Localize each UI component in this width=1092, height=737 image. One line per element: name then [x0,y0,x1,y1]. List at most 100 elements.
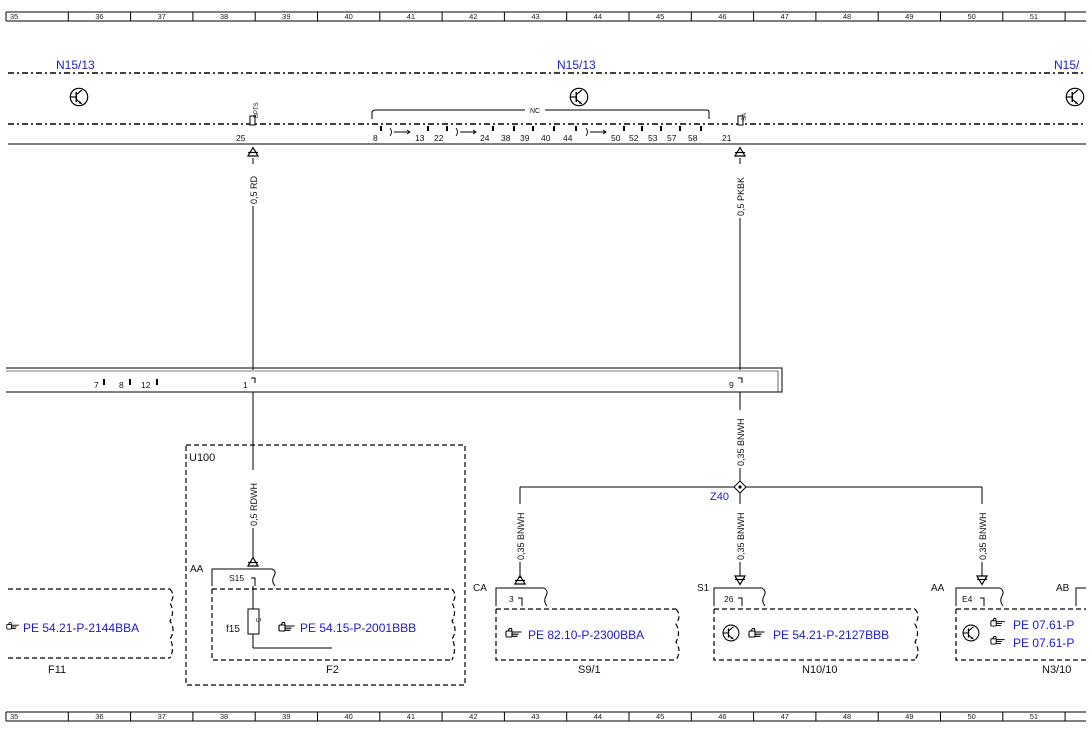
nc-pin-marker [641,126,643,131]
pin-21-tag: SA [742,113,748,121]
module-label-center[interactable]: N15/13 [557,58,596,72]
nc-pin-marker [513,126,515,131]
top-ruler-cell-45: 45 [656,12,664,21]
nc-pin-57: 57 [667,133,677,143]
nc-pin-58: 58 [688,133,698,143]
wire-bnwh-mid[interactable]: 0,35 BNWH [734,493,746,586]
bottom-ruler-cell-41: 41 [407,712,415,721]
bottom-ruler-cell-36: 36 [95,712,103,721]
top-ruler-cell-35: 35 [10,12,18,21]
splice-label[interactable]: Z40 [710,491,729,503]
component-u100: U100 0,5 RDWH AA S15 [185,392,466,686]
n10-connector-label: S1 [697,583,710,594]
bottom-ruler-cell-35: 35 [10,712,18,721]
n3-ref-link-2[interactable]: PE 07.61-P [1013,636,1074,650]
wire-label: 0,5 PKBK [736,177,746,216]
nc-pin-marker [700,126,702,131]
top-ruler-cell-37: 37 [158,12,166,21]
top-ruler-cell-44: 44 [594,12,602,21]
n3-connector2-label: AB [1056,583,1070,594]
module-label-right[interactable]: N15/ [1054,58,1080,72]
bottom-ruler-cell-46: 46 [718,712,726,721]
top-ruler-cell-49: 49 [905,12,913,21]
nc-pin-44: 44 [563,133,573,143]
bottom-ruler-cell-47: 47 [781,712,789,721]
pointing-hand-icon [278,621,296,632]
s9-ref-link[interactable]: PE 82.10-P-2300BBA [528,628,644,642]
nc-label: NC [530,108,540,115]
transistor-icon [69,87,89,107]
nc-pin-marker [553,126,555,131]
component-n10-10[interactable]: S1 26 PE 54.21-P-2127BBB N10/10 [697,583,919,676]
nc-pin-marker [660,126,662,131]
bus-connector-bar: 7 8 12 1 9 [6,367,783,393]
s9-name: S9/1 [578,664,601,676]
pointing-hand-icon [990,617,1006,627]
transistor-icon [722,624,740,642]
f2-ref-link[interactable]: PE 54.15-P-2001BBB [300,621,416,635]
u100-pin-label: S15 [229,573,244,583]
wire-label: 0,35 BNWH [978,512,988,560]
f11-ref-link[interactable]: PE 54.21-P-2144BBA [23,621,139,635]
bottom-ruler-cell-39: 39 [282,712,290,721]
pin-25-tag: BPTS [254,102,260,118]
transistor-icon [962,624,980,642]
wire-bnwh-right[interactable]: 0,35 BNWH [976,487,988,586]
connector-arrow-icon [734,575,746,586]
top-ruler-cell-48: 48 [843,12,851,21]
pointing-hand-icon [748,627,766,638]
bottom-ruler-cell-40: 40 [344,712,352,721]
bottom-ruler-cell-38: 38 [220,712,228,721]
wire-pkbk[interactable]: 0,5 PKBK [734,146,746,371]
top-ruler-cell-46: 46 [718,12,726,21]
top-ruler-cell-38: 38 [220,12,228,21]
bottom-ruler-cell-49: 49 [905,712,913,721]
wire-rd[interactable]: 0,5 RD [247,146,259,371]
wire-label: 0,35 BNWH [736,418,746,466]
top-ruler-cell-41: 41 [407,12,415,21]
module-label-left[interactable]: N15/13 [56,58,95,72]
n3-ref-link-1[interactable]: PE 07.61-P [1013,618,1074,632]
transistor-icon [1065,87,1085,107]
bottom-ruler-cell-51: 51 [1030,712,1038,721]
wire-bnwh-left[interactable]: 0,35 BNWH [514,487,526,585]
top-ruler: 353637383940414243444546474849505152 [5,11,1086,22]
n10-name: N10/10 [802,664,837,676]
nc-pin-40: 40 [541,133,551,143]
fuse-label: f15 [226,624,240,635]
top-ruler-cell-47: 47 [781,12,789,21]
n10-ref-link[interactable]: PE 54.21-P-2127BBB [773,628,889,642]
nc-pin-50: 50 [611,133,621,143]
component-s9-1[interactable]: CA 3 PE 82.10-P-2300BBA S9/1 [473,583,680,676]
nc-pin-marker [492,126,494,131]
pin-21-label: 21 [722,133,732,143]
n3-name: N3/10 [1042,664,1071,676]
nc-pin-39: 39 [520,133,530,143]
wire-label: 0,35 BNWH [736,512,746,560]
nc-pin-marker [679,126,681,131]
wire-bnwh-main[interactable]: 0,35 BNWH [734,392,746,482]
component-f2[interactable]: f15 5 PE 54.15-P-2001BBB F2 [211,586,456,676]
bottom-ruler-cell-37: 37 [158,712,166,721]
bottom-ruler-cell-42: 42 [469,712,477,721]
top-ruler-cell-40: 40 [344,12,352,21]
nc-pin-52: 52 [629,133,639,143]
s9-connector-label: CA [473,583,487,594]
f2-name: F2 [326,664,339,676]
top-ruler-cell-42: 42 [469,12,477,21]
nc-pin-marker [575,126,577,131]
bridge-symbol [389,127,411,137]
nc-pin-marker [623,126,625,131]
component-f11[interactable]: PE 54.21-P-2144BBA F11 [6,588,174,676]
u100-label: U100 [189,452,215,464]
component-n3-10[interactable]: AA AB E4 PE 07.61-P PE 07.61-P N3/10 [931,583,1086,676]
splice-z40[interactable]: Z40 [520,480,982,503]
n3-connector-label: AA [931,583,945,594]
bottom-ruler: 353637383940414243444546474849505152 [5,711,1086,722]
connector-arrow-icon [976,575,988,586]
nc-pin-13: 13 [415,133,425,143]
bottom-ruler-cell-43: 43 [531,712,539,721]
bus-pin-9: 9 [729,380,734,390]
